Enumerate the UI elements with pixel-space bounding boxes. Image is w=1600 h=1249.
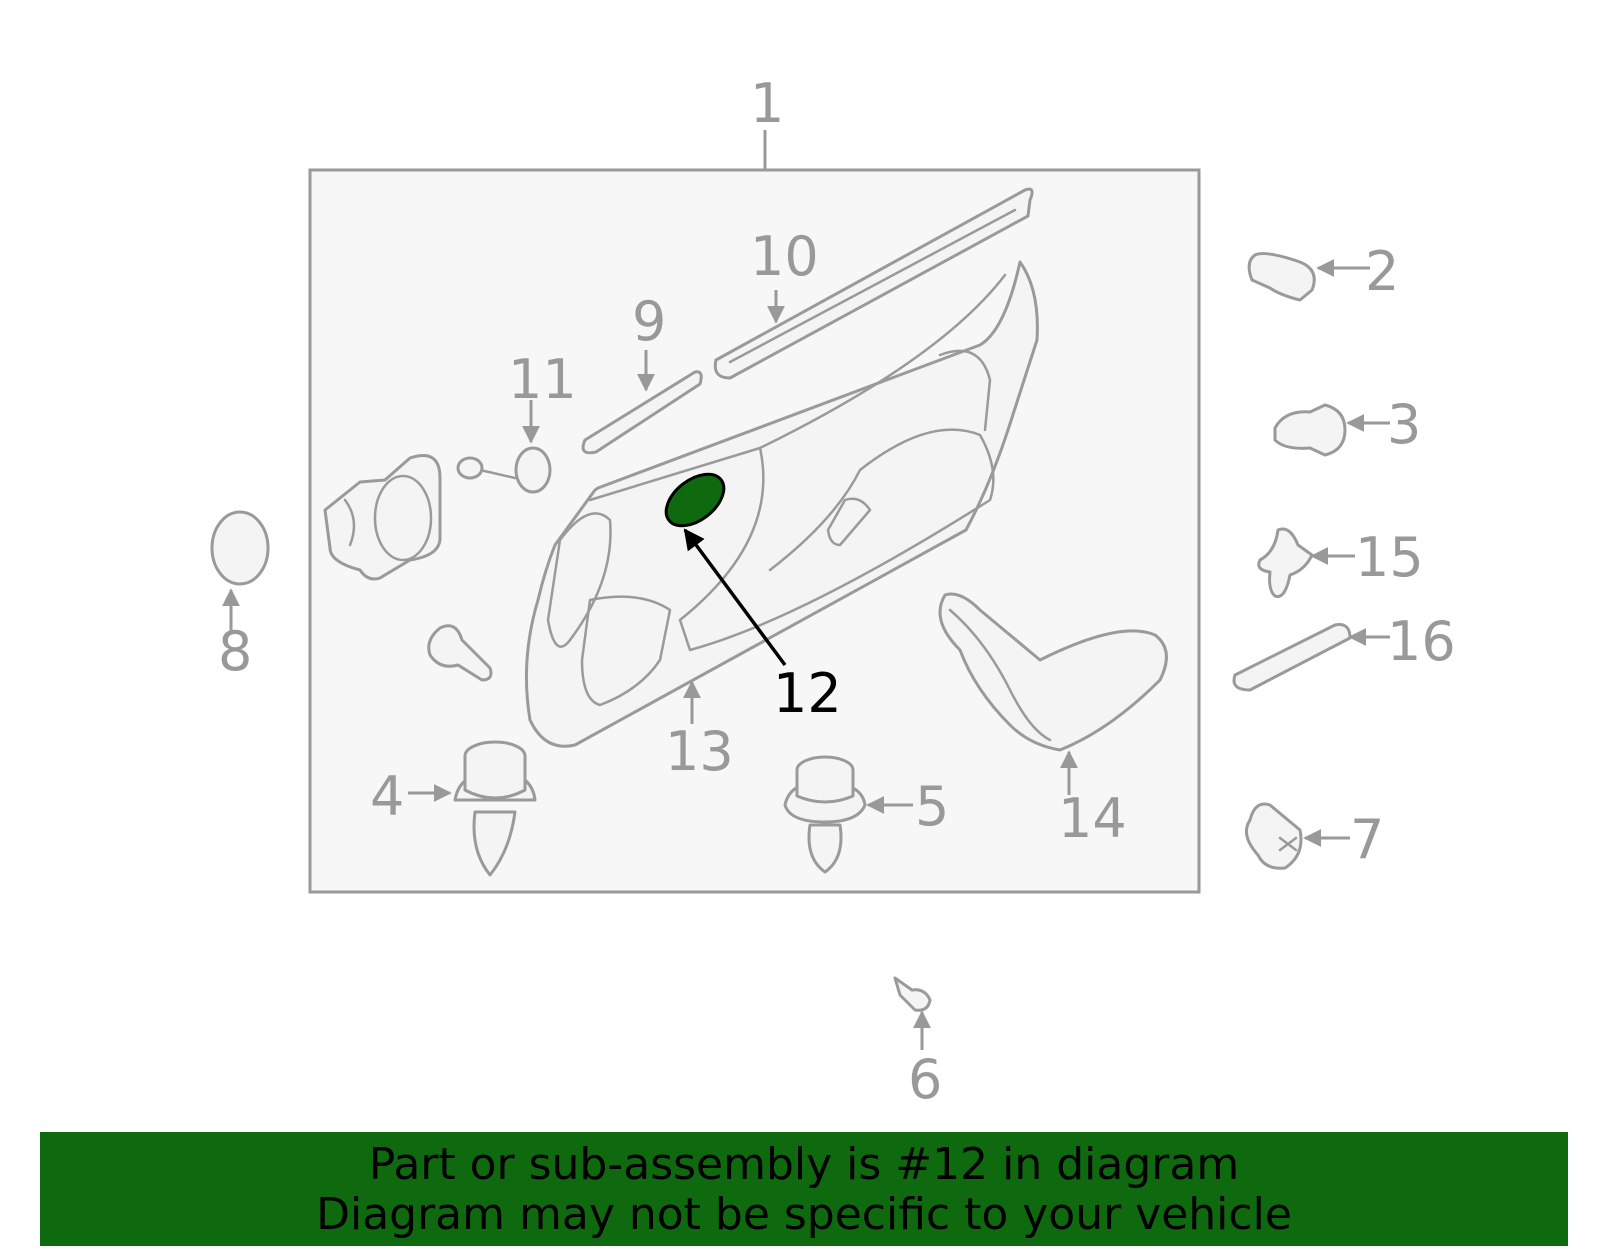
callout-3: 3 bbox=[1387, 393, 1421, 456]
callout-5: 5 bbox=[915, 775, 949, 838]
callout-1: 1 bbox=[750, 72, 784, 135]
part-13-door-trim-panel bbox=[524, 260, 1039, 748]
banner-line-2: Diagram may not be specific to your vehi… bbox=[316, 1189, 1292, 1240]
part-12-highlighted[interactable] bbox=[657, 464, 734, 536]
part-16-strip bbox=[1232, 623, 1352, 692]
callout-14: 14 bbox=[1058, 787, 1127, 850]
part-4-clip bbox=[453, 740, 537, 877]
callout-6: 6 bbox=[908, 1048, 942, 1111]
part-6-screw bbox=[893, 976, 932, 1012]
part-5-clip bbox=[783, 755, 867, 874]
callout-15: 15 bbox=[1355, 526, 1424, 589]
callout-2: 2 bbox=[1365, 240, 1399, 303]
part-15-clip bbox=[1257, 527, 1314, 599]
callout-7: 7 bbox=[1350, 808, 1384, 871]
callout-4: 4 bbox=[370, 765, 404, 828]
part-14-armrest bbox=[938, 592, 1168, 752]
callout-12[interactable]: 12 bbox=[773, 662, 842, 725]
callout-16: 16 bbox=[1387, 610, 1456, 673]
callout-8: 8 bbox=[218, 620, 252, 683]
part-3-clip bbox=[1273, 403, 1347, 457]
callout-13: 13 bbox=[665, 720, 734, 783]
part-9-strip bbox=[581, 370, 703, 455]
part-11-clip bbox=[456, 446, 552, 494]
part-10-trim-strip bbox=[713, 187, 1034, 380]
speaker-housing bbox=[323, 454, 442, 581]
screw-left bbox=[427, 624, 493, 682]
info-banner: Part or sub-assembly is #12 in diagram D… bbox=[40, 1132, 1568, 1246]
banner-line-1: Part or sub-assembly is #12 in diagram bbox=[368, 1139, 1240, 1190]
leader-12 bbox=[683, 528, 787, 667]
part-2-clip bbox=[1247, 252, 1316, 302]
part-8-ring bbox=[210, 510, 270, 586]
callout-9: 9 bbox=[632, 290, 666, 353]
part-7-clip bbox=[1244, 802, 1303, 870]
callout-11: 11 bbox=[508, 348, 577, 411]
callout-10: 10 bbox=[750, 225, 819, 288]
